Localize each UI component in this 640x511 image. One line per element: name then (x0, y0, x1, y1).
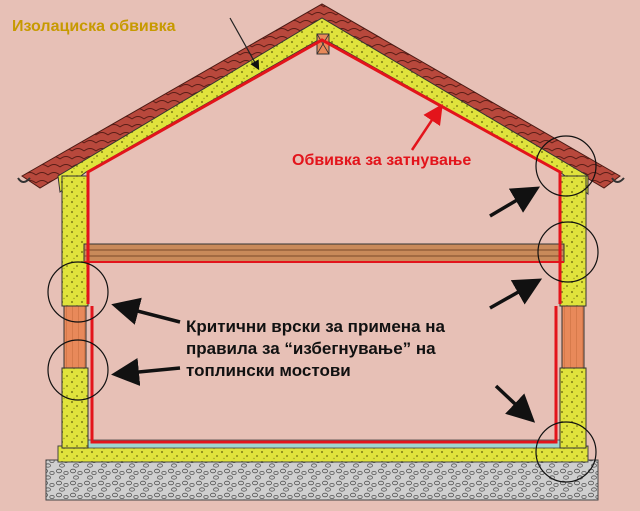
right-wall-brick (561, 305, 585, 369)
circle-marker-icon (47, 261, 109, 323)
right-wall-lower (559, 367, 587, 449)
arrow-icon (410, 103, 443, 151)
vapour-barrier-line (86, 38, 562, 304)
arrow-icon (229, 17, 260, 71)
circle-marker-icon (535, 135, 597, 197)
arrow-icon (489, 186, 541, 218)
intermediate-floor (83, 243, 565, 263)
roof-tiles (21, 3, 621, 189)
insulation-label: Изолациска обвивка (12, 18, 176, 35)
circle-marker-icon (537, 221, 599, 283)
vapour-barrier-label: Обвивка за затнување (292, 152, 472, 169)
arrow-icon (494, 384, 536, 423)
left-wall-upper (61, 175, 89, 307)
circle-marker-icon (47, 339, 109, 401)
right-gutter (611, 177, 625, 183)
left-wall-brick (63, 305, 87, 369)
critical-junctions-label: Критични врски за примена на правила за … (186, 316, 445, 382)
ground-gravel (45, 459, 599, 501)
arrow-icon (111, 358, 181, 386)
critical-line: правила за “избегнување” на (186, 339, 436, 358)
circle-marker-icon (535, 421, 597, 483)
arrow-icon (489, 278, 543, 310)
left-wall-lower (61, 367, 89, 449)
critical-line: Критични врски за примена на (186, 317, 445, 336)
arrow-icon (111, 297, 181, 325)
vapour-barrier-line-lower-left (90, 306, 558, 444)
left-gutter (17, 177, 31, 183)
critical-line: топлински мостови (186, 361, 351, 380)
